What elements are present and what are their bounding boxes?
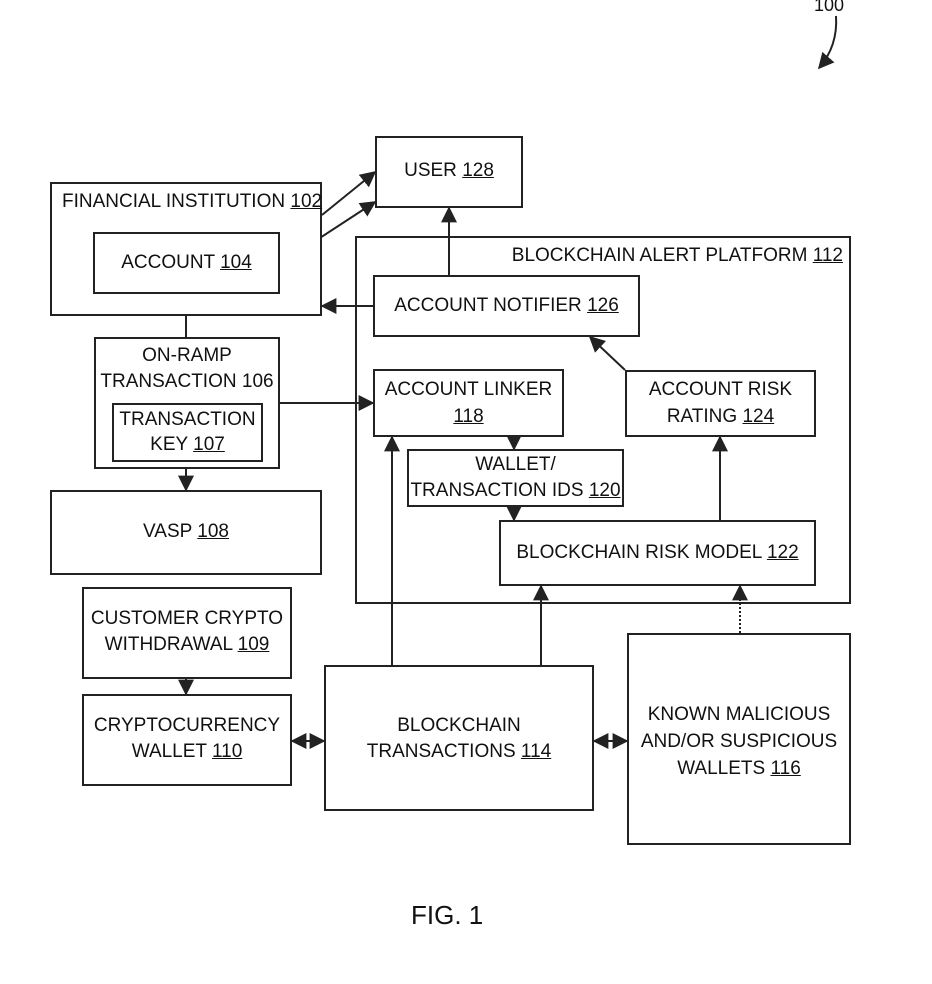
transaction-key-text: KEY (150, 434, 188, 455)
malicious-text: WALLETS (677, 758, 765, 779)
malicious-ref: 116 (770, 758, 800, 779)
platform-label: BLOCKCHAIN ALERT PLATFORM 112 (512, 243, 843, 269)
account-risk-rating-line1: ACCOUNT RISK (627, 377, 814, 403)
vasp-label: VASP 108 (52, 519, 320, 545)
blockchain-tx-line1: BLOCKCHAIN (326, 713, 592, 739)
risk-model-text: BLOCKCHAIN RISK MODEL (516, 542, 761, 563)
blockchain-transactions-box: BLOCKCHAIN TRANSACTIONS 114 (324, 665, 594, 811)
account-risk-rating-ref: 124 (742, 406, 774, 427)
vasp-text: VASP (143, 521, 192, 542)
transaction-key-line2: KEY 107 (114, 432, 261, 458)
withdrawal-line2: WITHDRAWAL 109 (84, 632, 290, 658)
onramp-line2-text: TRANSACTION (100, 371, 236, 392)
platform-ref: 112 (813, 245, 843, 266)
user-label: USER 128 (377, 158, 521, 184)
onramp-line1: ON-RAMP (96, 343, 278, 369)
wallet-ids-line1: WALLET/ (409, 452, 622, 478)
wallet-ref: 110 (212, 741, 242, 762)
onramp-line2: TRANSACTION 106 (96, 369, 278, 395)
risk-model-ref: 122 (767, 542, 799, 563)
account-box: ACCOUNT 104 (93, 232, 280, 294)
risk-model-label: BLOCKCHAIN RISK MODEL 122 (501, 540, 814, 566)
wallet-ids-text: TRANSACTION IDS (410, 480, 583, 501)
figure-ref-arrow (819, 16, 836, 68)
account-risk-rating-box: ACCOUNT RISK RATING 124 (625, 370, 816, 437)
malicious-line3: WALLETS 116 (629, 756, 849, 782)
wallet-transaction-ids-box: WALLET/ TRANSACTION IDS 120 (407, 449, 624, 507)
account-linker-ref: 118 (375, 404, 562, 430)
blockchain-tx-text: TRANSACTIONS (367, 741, 516, 762)
vasp-box: VASP 108 (50, 490, 322, 575)
withdrawal-text: WITHDRAWAL (105, 634, 233, 655)
account-text: ACCOUNT (121, 252, 215, 273)
account-notifier-label: ACCOUNT NOTIFIER 126 (375, 293, 638, 319)
wallet-line1: CRYPTOCURRENCY (84, 713, 290, 739)
account-risk-rating-line2: RATING 124 (627, 404, 814, 430)
account-linker-box: ACCOUNT LINKER 118 (373, 369, 564, 437)
account-risk-rating-text: RATING (667, 406, 737, 427)
transaction-key-ref: 107 (193, 434, 225, 455)
withdrawal-ref: 109 (238, 634, 270, 655)
user-ref: 128 (462, 160, 494, 181)
figure-ref-number: 100 (814, 0, 844, 18)
account-linker-line1: ACCOUNT LINKER (375, 377, 562, 403)
blockchain-tx-ref: 114 (521, 741, 551, 762)
account-ref: 104 (220, 252, 252, 273)
arrow-fi-to-user (322, 172, 375, 215)
financial-institution-label: FINANCIAL INSTITUTION 102 (62, 189, 322, 215)
account-notifier-ref: 126 (587, 295, 619, 316)
wallet-ids-line2: TRANSACTION IDS 120 (409, 478, 622, 504)
user-text: USER (404, 160, 457, 181)
malicious-line2: AND/OR SUSPICIOUS (629, 729, 849, 755)
withdrawal-line1: CUSTOMER CRYPTO (84, 606, 290, 632)
onramp-ref: 106 (242, 371, 274, 392)
known-malicious-wallets-box: KNOWN MALICIOUS AND/OR SUSPICIOUS WALLET… (627, 633, 851, 845)
transaction-key-line1: TRANSACTION (114, 407, 261, 433)
vasp-ref: 108 (197, 521, 229, 542)
blockchain-tx-line2: TRANSACTIONS 114 (326, 739, 592, 765)
financial-institution-ref: 102 (290, 191, 322, 212)
account-notifier-box: ACCOUNT NOTIFIER 126 (373, 275, 640, 337)
transaction-key-box: TRANSACTION KEY 107 (112, 403, 263, 462)
customer-crypto-withdrawal-box: CUSTOMER CRYPTO WITHDRAWAL 109 (82, 587, 292, 679)
platform-text: BLOCKCHAIN ALERT PLATFORM (512, 245, 808, 266)
wallet-text: WALLET (132, 741, 207, 762)
figure-caption: FIG. 1 (411, 900, 483, 931)
blockchain-risk-model-box: BLOCKCHAIN RISK MODEL 122 (499, 520, 816, 586)
user-box: USER 128 (375, 136, 523, 208)
malicious-line1: KNOWN MALICIOUS (629, 702, 849, 728)
cryptocurrency-wallet-box: CRYPTOCURRENCY WALLET 110 (82, 694, 292, 786)
account-label: ACCOUNT 104 (95, 250, 278, 276)
wallet-line2: WALLET 110 (84, 739, 290, 765)
account-notifier-text: ACCOUNT NOTIFIER (394, 295, 582, 316)
financial-institution-text: FINANCIAL INSTITUTION (62, 191, 285, 212)
wallet-ids-ref: 120 (589, 480, 621, 501)
